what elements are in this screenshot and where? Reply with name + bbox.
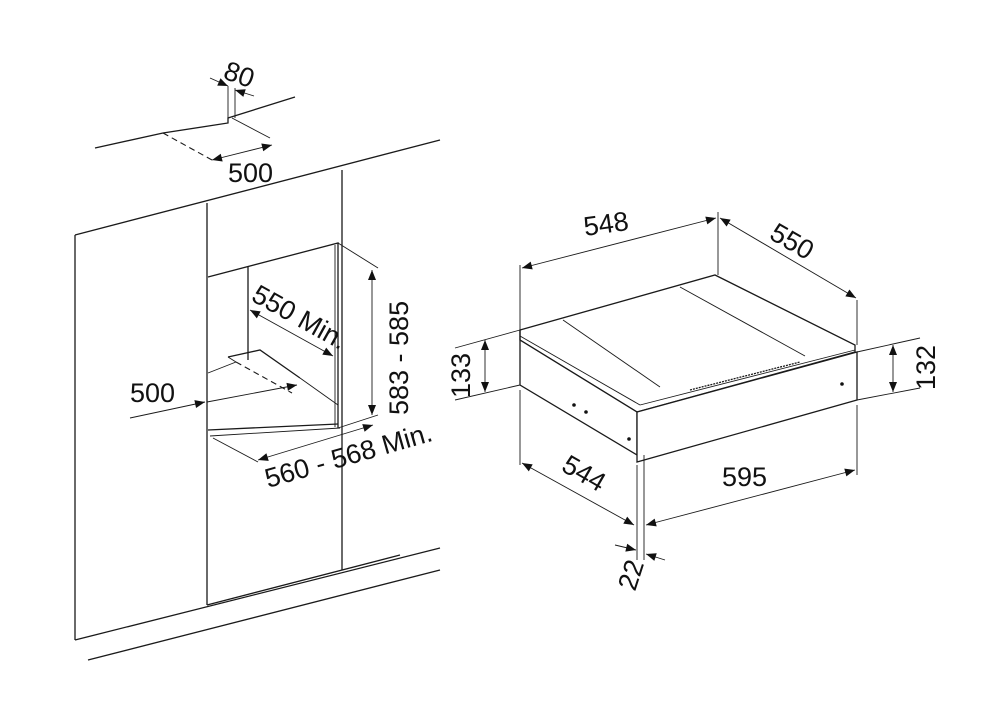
dim-shelf-depth: 500 (130, 378, 175, 408)
dimension-lines-right (454, 212, 921, 561)
dimension-lines-left (129, 77, 376, 461)
dim-depth-top: 550 (765, 217, 819, 266)
dim-top-gap: 80 (220, 55, 258, 93)
dim-depth-bottom: 544 (557, 449, 611, 498)
dim-width-front: 595 (722, 462, 767, 492)
dim-niche-width: 560 - 568 Min. (261, 417, 435, 493)
dim-height-left: 133 (446, 353, 476, 398)
dim-height-right: 132 (911, 345, 941, 390)
dim-top-depth: 500 (228, 158, 273, 188)
appliance-drawing (519, 274, 858, 463)
dim-front-thickness: 22 (612, 556, 650, 594)
dim-width-top: 548 (582, 206, 631, 242)
dim-niche-height: 583 - 585 (384, 301, 414, 415)
